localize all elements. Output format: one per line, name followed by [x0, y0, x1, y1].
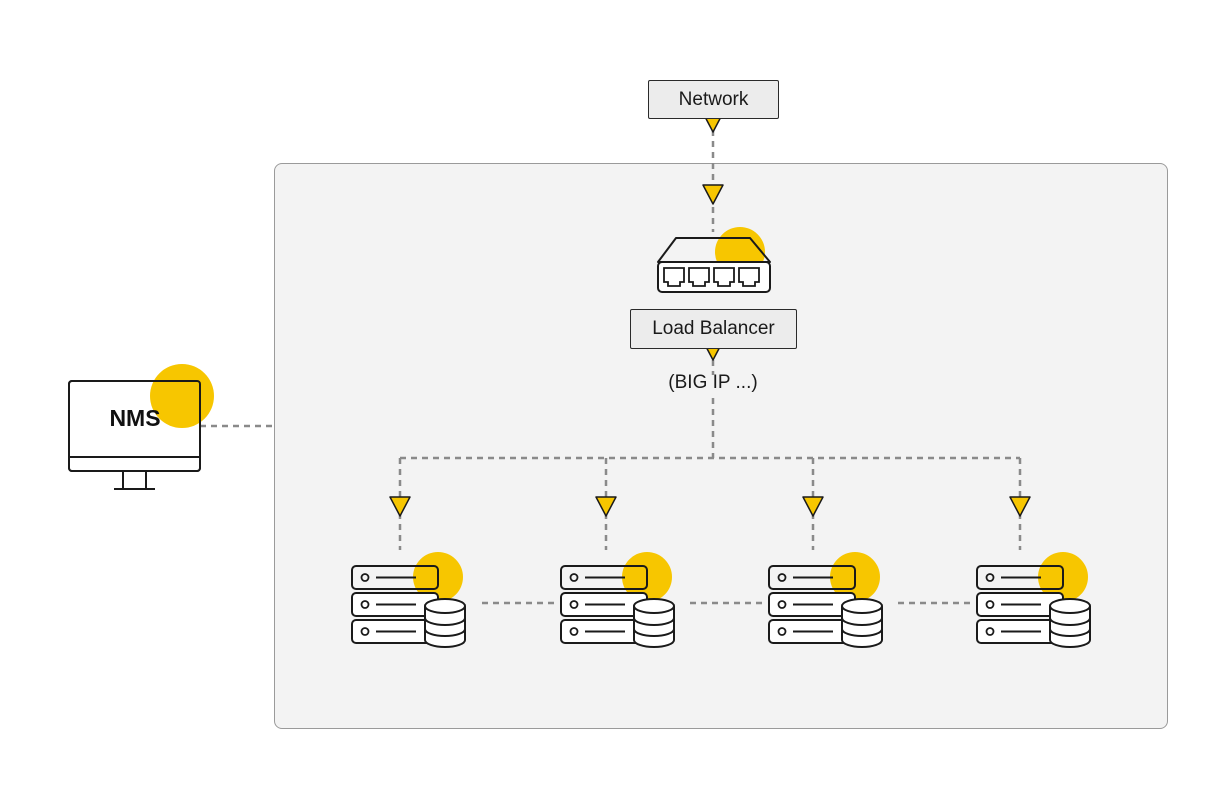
triangle-down-icon	[702, 184, 724, 205]
load-balancer-label: Load Balancer	[630, 309, 797, 349]
nms-label: NMS	[109, 405, 161, 431]
server-database-icon	[351, 551, 466, 648]
server-database-icon	[768, 551, 883, 648]
triangle-down-icon	[1009, 496, 1031, 517]
triangle-down-icon	[595, 496, 617, 517]
network-node-label: Network	[648, 80, 779, 119]
load-balancer-note: (BIG IP ...)	[668, 372, 758, 393]
triangle-down-icon	[802, 496, 824, 517]
triangle-down-icon	[389, 496, 411, 517]
connector-lines	[200, 130, 1022, 605]
network-switch-icon	[657, 227, 771, 293]
server-database-icon	[560, 551, 675, 648]
monitor-icon	[68, 364, 214, 490]
server-database-icon	[976, 551, 1091, 648]
